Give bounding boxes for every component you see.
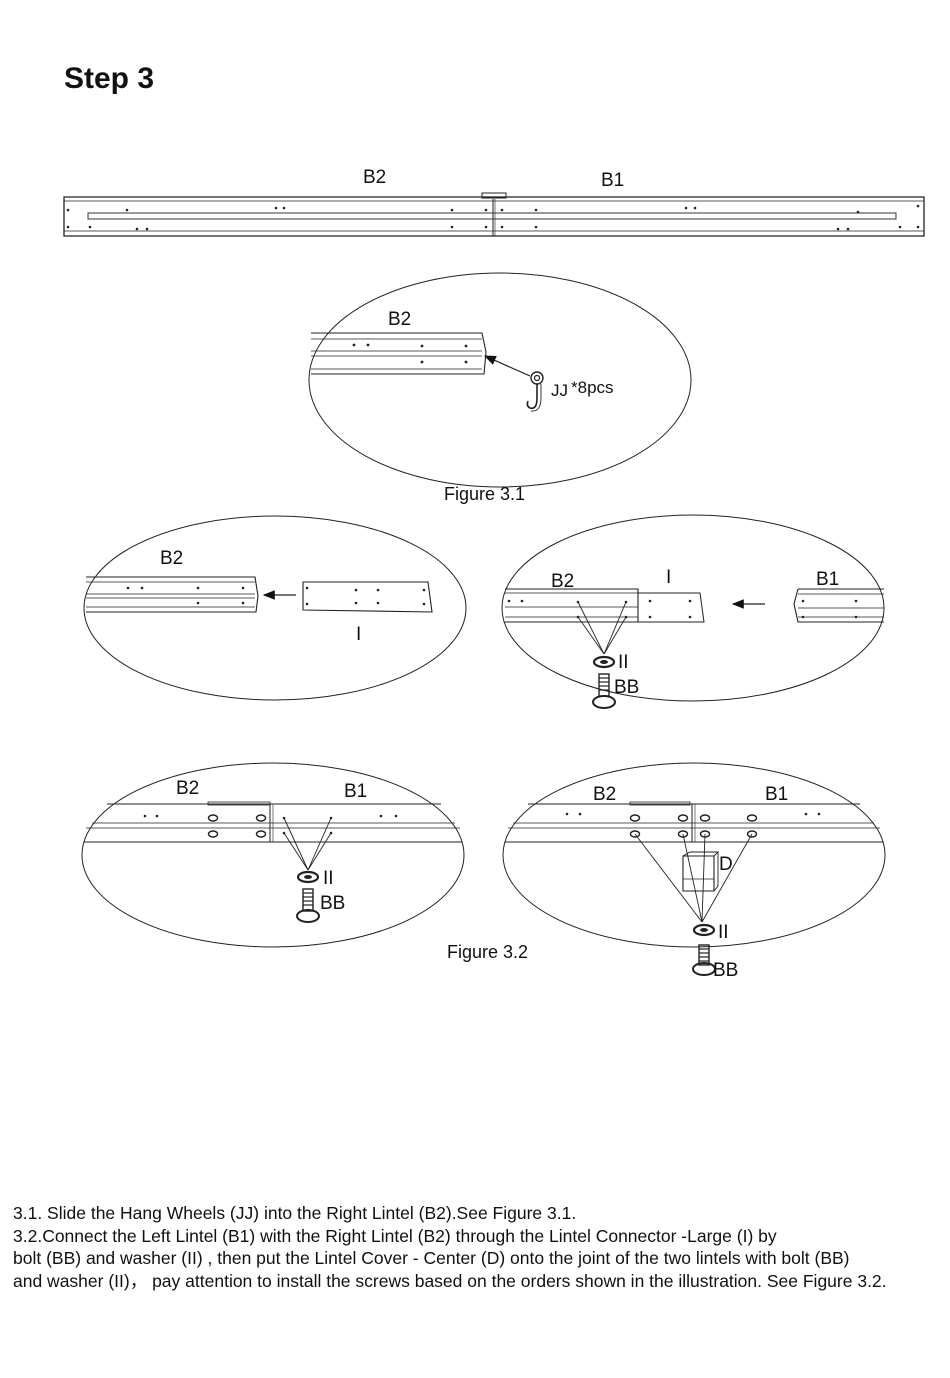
figure-3-1-detail: JJ *8pcs B2 Figure 3.1: [308, 272, 692, 504]
panel-b-right-label: B1: [816, 569, 839, 590]
top-rail-right-label: B1: [601, 170, 624, 191]
washer-icon: [692, 923, 716, 937]
panel-c-right-label: B1: [344, 781, 367, 802]
bolt-icon: [296, 888, 320, 923]
panel-d-cover-label: D: [719, 854, 733, 875]
panel-d-left-label: B2: [593, 784, 616, 805]
figure-3-2-panel-d: B2 B1 D II BB: [502, 762, 886, 981]
instruction-line: bolt (BB) and washer (II) , then put the…: [13, 1248, 850, 1268]
panel-b-connector-label: I: [666, 567, 671, 588]
figure-3-1-caption: Figure 3.1: [444, 484, 525, 504]
panel-d-right-label: B1: [765, 784, 788, 805]
panel-c-bolt-label: BB: [320, 893, 345, 914]
instruction-line: and washer (II)， pay attention to instal…: [13, 1270, 887, 1291]
instruction-line: 3.1. Slide the Hang Wheels (JJ) into the…: [13, 1203, 577, 1223]
washer-icon: [296, 870, 320, 884]
panel-a-connector-label: I: [356, 624, 361, 645]
panel-b-left-label: B2: [551, 571, 574, 592]
bolt-icon: [592, 673, 616, 709]
panel-a-rail-label: B2: [160, 548, 183, 569]
top-rail-diagram: B2 B1: [63, 167, 925, 237]
hang-wheel-hook-icon: [526, 371, 544, 412]
panel-d-washer-label: II: [718, 922, 729, 943]
figure-3-2-panel-b: B2 I B1 II BB: [501, 514, 885, 709]
hook-label: JJ: [551, 381, 568, 400]
panel-d-bolt-label: BB: [713, 960, 738, 981]
panel-b-bolt-label: BB: [614, 677, 639, 698]
instructions-text: 3.1. Slide the Hang Wheels (JJ) into the…: [13, 1202, 948, 1292]
figure-3-2-caption: Figure 3.2: [447, 942, 528, 962]
panel-c-left-label: B2: [176, 778, 199, 799]
panel-c-washer-label: II: [323, 868, 334, 889]
figure-3-2-panel-c: B2 B1 II BB: [81, 762, 465, 948]
bolt-icon: [692, 944, 716, 976]
figure-3-1-part-label: B2: [388, 309, 411, 330]
page-title: Step 3: [64, 62, 155, 95]
hook-quantity: *8pcs: [571, 378, 614, 397]
top-rail-left-label: B2: [363, 167, 386, 188]
washer-icon: [592, 655, 616, 669]
figure-3-2-panel-a: B2 I: [83, 515, 467, 701]
panel-b-washer-label: II: [618, 652, 629, 673]
instruction-line: 3.2.Connect the Left Lintel (B1) with th…: [13, 1225, 777, 1246]
